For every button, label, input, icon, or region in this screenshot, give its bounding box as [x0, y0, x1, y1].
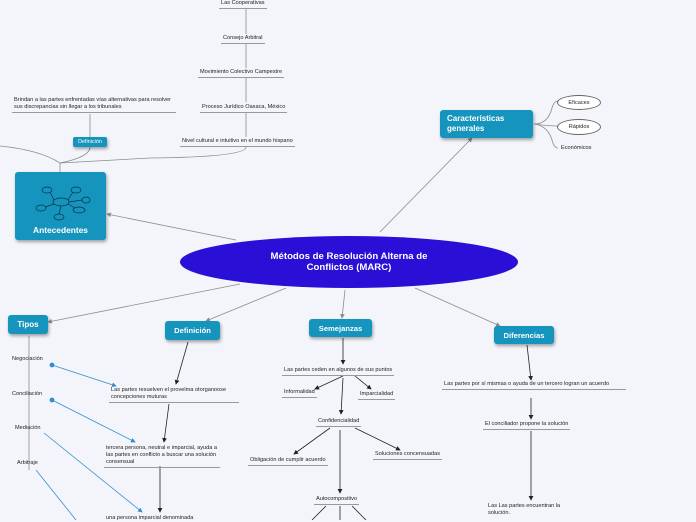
semejanza-confidencialidad[interactable]: Confidencialidad: [316, 418, 362, 427]
semejanza-root[interactable]: Las partes ceden en algunos de sus punto…: [282, 367, 395, 376]
antecedentes-definition-text[interactable]: Brindan a las partes enfrentadas vías al…: [12, 97, 176, 113]
branch-definicion[interactable]: Definición: [165, 321, 220, 340]
branch-diferencias[interactable]: Diferencias: [494, 326, 554, 344]
antecedente-item[interactable]: Las Cooperativas: [219, 0, 267, 9]
semejanza-imparcialidad[interactable]: Imparcialidad: [358, 391, 396, 400]
tipo-mediacion[interactable]: Mediación: [15, 425, 41, 431]
diferencia-item[interactable]: Las partes por sí mismas o ayuda de un t…: [442, 381, 626, 390]
definicion-item[interactable]: tercera persona, neutral e imparcial, ay…: [104, 445, 220, 468]
semejanza-autocompositivo[interactable]: Autocompositivo: [314, 496, 360, 505]
definicion-item[interactable]: una persona imparcial denominada: [106, 515, 194, 521]
characteristic-eficaces[interactable]: Eficaces: [557, 95, 601, 110]
antecedente-item[interactable]: Proceso Jurídico Oaxaca, México: [200, 104, 288, 113]
characteristic-rapidos[interactable]: Rápidos: [557, 119, 601, 135]
characteristic-economicos[interactable]: Económicos: [561, 145, 592, 151]
antecedente-item[interactable]: Nivel cultural e intuitivo en el mundo h…: [180, 138, 295, 147]
concept-map-icon: [35, 186, 90, 221]
diferencia-item[interactable]: Las Las partes encuentran la solución.: [488, 503, 561, 516]
definicion-item[interactable]: Las partes resuelven el provelma otorgan…: [109, 387, 239, 403]
tipo-arbitraje[interactable]: Arbitraje: [17, 460, 38, 466]
branch-caracteristicas[interactable]: Características generales: [440, 110, 533, 138]
branch-tipos[interactable]: Tipos: [8, 315, 48, 334]
semejanza-obligacion[interactable]: Obligación de cumplir acuerdo: [248, 457, 328, 466]
tipo-negociacion[interactable]: Negociación: [12, 356, 43, 362]
semejanza-soluciones[interactable]: Soluciones concensuadas: [373, 451, 442, 460]
branch-antecedentes[interactable]: Antecedentes: [15, 172, 106, 240]
central-title-line2: Conflictos (MARC): [306, 262, 392, 273]
central-title-line1: Métodos de Resolución Alterna de: [270, 250, 428, 262]
antecedente-item[interactable]: Movimiento Colectivo Campestre: [198, 69, 285, 78]
antecedente-item[interactable]: Consejo Arbitral: [221, 35, 265, 44]
semejanza-informalidad[interactable]: Informalidad: [282, 389, 317, 398]
antecedentes-definition-tag[interactable]: Definición: [73, 137, 107, 147]
branch-semejanzas[interactable]: Semejanzas: [309, 319, 372, 337]
tipo-conciliacion[interactable]: Conciliación: [12, 391, 43, 397]
diferencia-item[interactable]: El conciliador propone la solución: [483, 421, 571, 430]
branch-antecedentes-label: Antecedentes: [33, 225, 88, 235]
